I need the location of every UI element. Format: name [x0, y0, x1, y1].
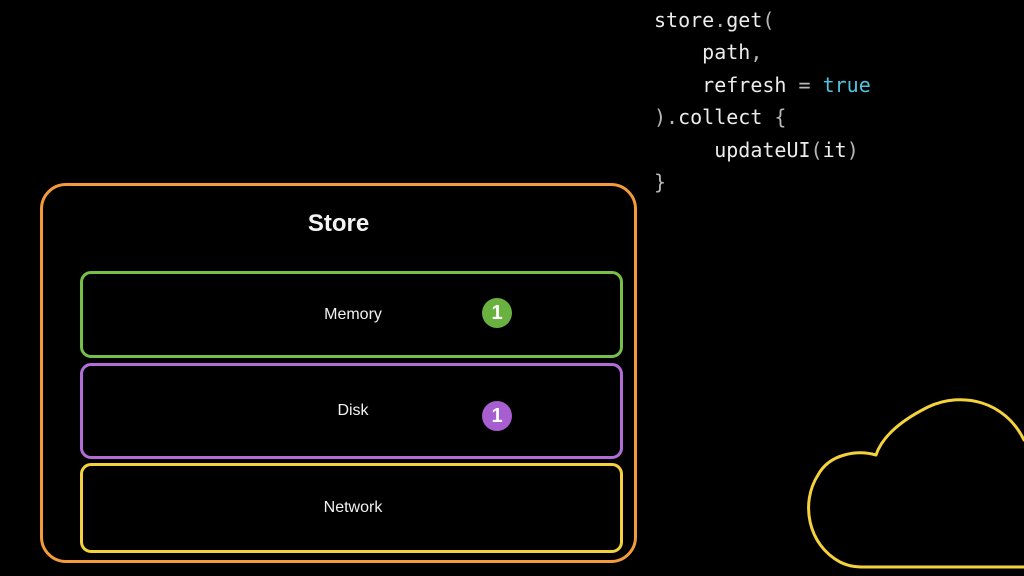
store-container: Store Memory Disk Network [40, 183, 637, 563]
code-line-3: refresh = true [702, 72, 871, 97]
disk-count-badge: 1 [482, 401, 512, 431]
code-line-5: updateUI(it) [714, 137, 859, 162]
disk-layer: Disk [80, 363, 623, 459]
cloud-icon [807, 398, 1024, 569]
network-layer: Network [80, 463, 623, 553]
code-line-4: ).collect { [654, 105, 787, 130]
code-line-1: store.get( [654, 8, 775, 32]
memory-count-badge: 1 [482, 298, 512, 328]
memory-layer: Memory [80, 271, 623, 358]
code-line-2: path, [702, 40, 763, 65]
code-line-6: } [654, 169, 667, 194]
cloud-outline [807, 398, 1024, 569]
code-keyword-true: true [822, 72, 871, 97]
disk-label: Disk [337, 402, 369, 419]
network-label: Network [323, 499, 383, 516]
store-title: Store [307, 210, 370, 237]
memory-label: Memory [324, 305, 382, 323]
code-snippet: store.get( path, refresh = true ).collect… [654, 4, 871, 198]
